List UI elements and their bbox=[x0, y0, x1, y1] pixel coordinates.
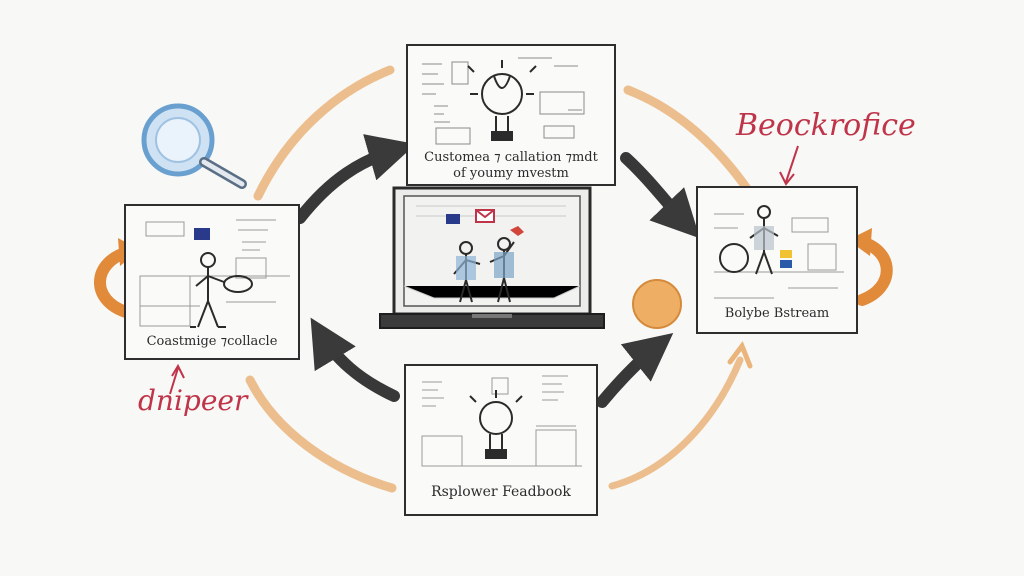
panel-top-caption-line1: Customea ⁊ callation ⁊mdt bbox=[424, 150, 598, 165]
panel-bottom-caption: Rsplower Feadbook bbox=[431, 484, 571, 500]
orange-arc-top-left bbox=[253, 65, 395, 201]
panel-top-caption-line2: of youmy mvestm bbox=[453, 166, 569, 181]
red-pointer-bottom-left bbox=[169, 367, 179, 395]
panel-top: Customea ⁊ callation ⁊mdt of youmy mvest… bbox=[406, 44, 616, 186]
panel-right-caption: Bolybe Bstream bbox=[724, 306, 830, 321]
speech-bubble-icon bbox=[446, 209, 524, 236]
orange-arc-bottom-right bbox=[608, 356, 744, 490]
panel-top-caption: Customea ⁊ callation ⁊mdt of youmy mvest… bbox=[408, 150, 614, 182]
center-laptop bbox=[376, 186, 608, 334]
laptop-icon bbox=[379, 186, 605, 329]
red-pointer-top-right bbox=[785, 145, 799, 183]
orange-dot-icon bbox=[632, 279, 682, 329]
dark-arrow-left-to-top bbox=[294, 134, 416, 224]
person-icon bbox=[190, 252, 253, 328]
panel-left-caption: Coastmige ⁊collacle bbox=[146, 334, 278, 349]
panel-left: Coastmige ⁊collacle bbox=[124, 204, 300, 360]
dark-arrow-top-to-right bbox=[620, 152, 700, 239]
orange-curl-right bbox=[856, 236, 893, 306]
lightbulb-icon bbox=[467, 60, 537, 141]
lightbulb-icon bbox=[469, 390, 523, 459]
annotation-top-right: Beockrofice bbox=[736, 108, 916, 143]
panel-right: Bolybe Bstream bbox=[696, 186, 858, 334]
dark-arrow-bottom-to-left bbox=[310, 317, 400, 402]
person-icon bbox=[757, 205, 771, 219]
person-icon bbox=[453, 237, 515, 303]
dark-arrow-bottom-to-right bbox=[596, 333, 674, 408]
orange-arc-top-right bbox=[623, 85, 753, 195]
orange-curl-left bbox=[94, 246, 134, 318]
panel-bottom: Rsplower Feadbook bbox=[404, 364, 598, 516]
annotation-bottom-left: dnipeer bbox=[138, 384, 248, 417]
magnifier-icon bbox=[141, 103, 247, 189]
orange-arc-bottom-left bbox=[245, 375, 397, 493]
